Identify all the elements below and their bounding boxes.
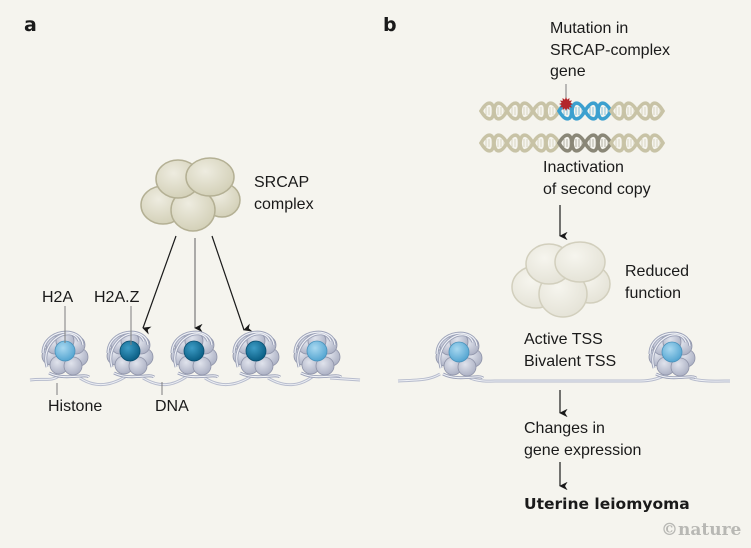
arrow-to-nucleosome-2 — [142, 235, 177, 335]
active-tss-label: Active TSS — [524, 331, 603, 348]
mutation-label-line1: Mutation in — [550, 20, 629, 37]
reduced-function-line2: function — [625, 285, 682, 302]
h2az-label: H2A.Z — [94, 289, 140, 306]
h2a-label: H2A — [42, 289, 74, 306]
h2a-histone-icon — [448, 341, 470, 363]
h2a-histone-icon — [661, 341, 683, 363]
h2a-histone-icon — [306, 340, 328, 362]
mutation-label-line3: gene — [550, 63, 586, 80]
dna-label: DNA — [155, 398, 189, 415]
outcome-label: Uterine leiomyoma — [524, 495, 690, 513]
inactivated-gene-copy-icon — [479, 133, 665, 153]
mutation-mark-icon — [559, 97, 573, 111]
nucleosome-h2az-icon — [232, 330, 282, 379]
nature-credit: ©nature — [661, 520, 742, 540]
nucleosome-h2a-icon — [293, 330, 343, 379]
panel-a-label: a — [24, 14, 37, 36]
nucleosome-h2a-icon — [41, 330, 91, 379]
h2az-histone-icon — [245, 340, 267, 362]
deposition-arrows — [142, 235, 253, 335]
srcap-complex-label-line2: complex — [254, 196, 314, 213]
h2az-histone-icon — [183, 340, 205, 362]
inactivation-label-line2: of second copy — [543, 181, 651, 198]
reduced-function-line1: Reduced — [625, 263, 690, 280]
label-leaders — [56, 306, 163, 395]
mutated-gene-copy-icon — [479, 101, 665, 121]
arrow-to-nucleosome-4 — [211, 235, 253, 332]
histone-label: Histone — [48, 398, 103, 415]
changes-label-line2: gene expression — [524, 442, 642, 459]
srcap-complex-label-line1: SRCAP — [254, 174, 310, 191]
panel-b-label: b — [383, 14, 397, 36]
h2a-histone-icon — [54, 340, 76, 362]
bivalent-tss-label: Bivalent TSS — [524, 353, 617, 370]
nucleosome-h2az-icon — [106, 330, 156, 379]
inactivation-label-line1: Inactivation — [543, 159, 624, 176]
h2az-histone-icon — [119, 340, 141, 362]
reduced-srcap-complex-icon — [511, 241, 611, 318]
srcap-complex-icon — [140, 157, 241, 232]
mutation-label-line2: SRCAP-complex — [550, 42, 671, 59]
changes-label-line1: Changes in — [524, 420, 605, 437]
nucleosome-h2a-icon — [435, 331, 485, 380]
nucleosome-h2az-icon — [170, 330, 220, 379]
nucleosome-h2a-icon — [648, 331, 698, 380]
